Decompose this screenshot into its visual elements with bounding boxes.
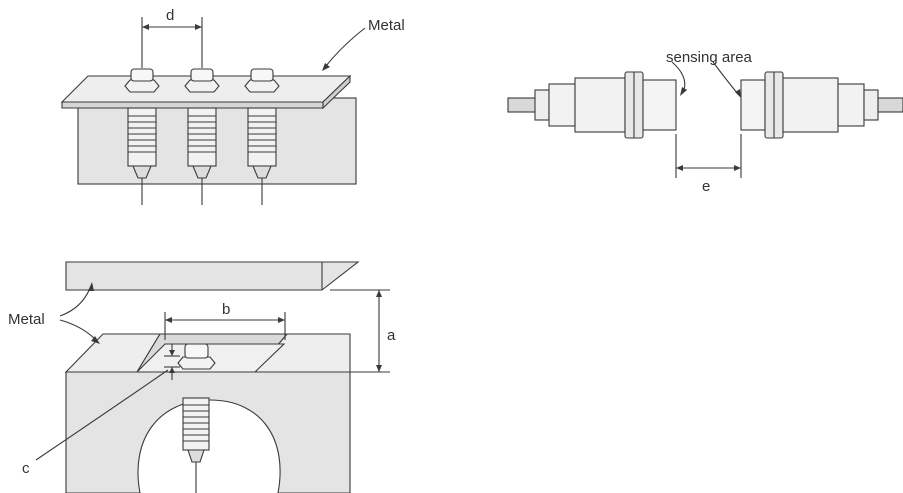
- label-metal-bottom: Metal: [8, 311, 45, 328]
- metal-block: [77, 97, 357, 185]
- sensor-1: [124, 68, 160, 205]
- label-metal-top: Metal: [368, 17, 405, 34]
- metal-bar-upper: [65, 261, 360, 291]
- dimension-e: [675, 134, 742, 178]
- sensor-left: [534, 71, 677, 139]
- parallel-mounting-figure: d Metal: [60, 7, 405, 205]
- sensor-2: [184, 68, 220, 205]
- sensor-right: [740, 71, 879, 139]
- dimension-c: [164, 344, 180, 380]
- sensor-embedded: [177, 343, 216, 493]
- dimension-b: [164, 312, 286, 340]
- face-to-face-figure: sensing area e: [507, 49, 903, 195]
- label-e: e: [702, 178, 710, 195]
- label-a: a: [387, 327, 396, 344]
- dimension-d: [141, 17, 203, 68]
- sensor-3: [244, 68, 280, 205]
- label-b: b: [222, 301, 230, 318]
- dimension-a: [330, 289, 390, 373]
- label-sensing-area: sensing area: [666, 49, 753, 66]
- label-d: d: [166, 7, 174, 24]
- label-c: c: [22, 460, 30, 477]
- embedded-mounting-figure: b a c Metal: [8, 261, 396, 493]
- metal-block-lower: [65, 371, 351, 493]
